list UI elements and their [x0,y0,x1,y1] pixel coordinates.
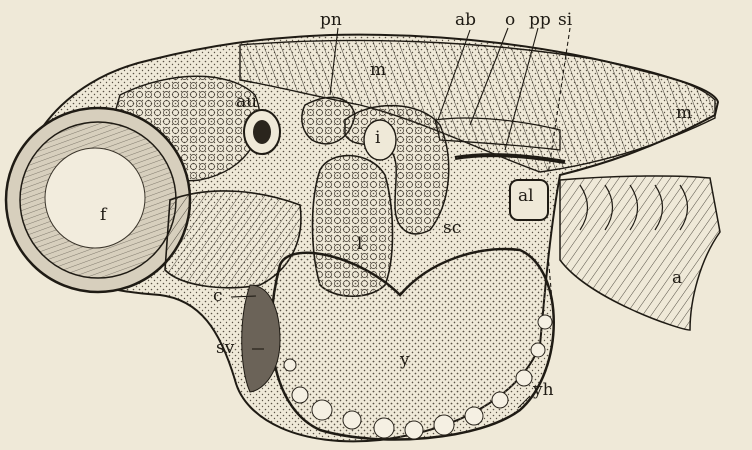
label-a: a [672,270,682,287]
label-al: al [518,188,534,205]
eye-lens [45,148,145,248]
label-c: c [213,288,223,305]
label-sc: sc [443,220,461,237]
label-m-right: m [676,105,692,122]
label-si: si [558,12,572,29]
label-pn: pn [320,12,342,29]
label-au: au [236,94,257,111]
label-f: f [100,207,106,224]
label-o: o [505,12,515,29]
label-i: i [375,130,380,147]
label-y: y [400,352,410,369]
label-sv: sv [216,340,234,357]
tail-fin [560,176,720,330]
label-l: l [357,236,362,253]
label-pp: pp [529,12,551,29]
label-ab: ab [455,12,476,29]
label-m-top: m [370,62,386,79]
label-yh: yh [533,382,554,399]
